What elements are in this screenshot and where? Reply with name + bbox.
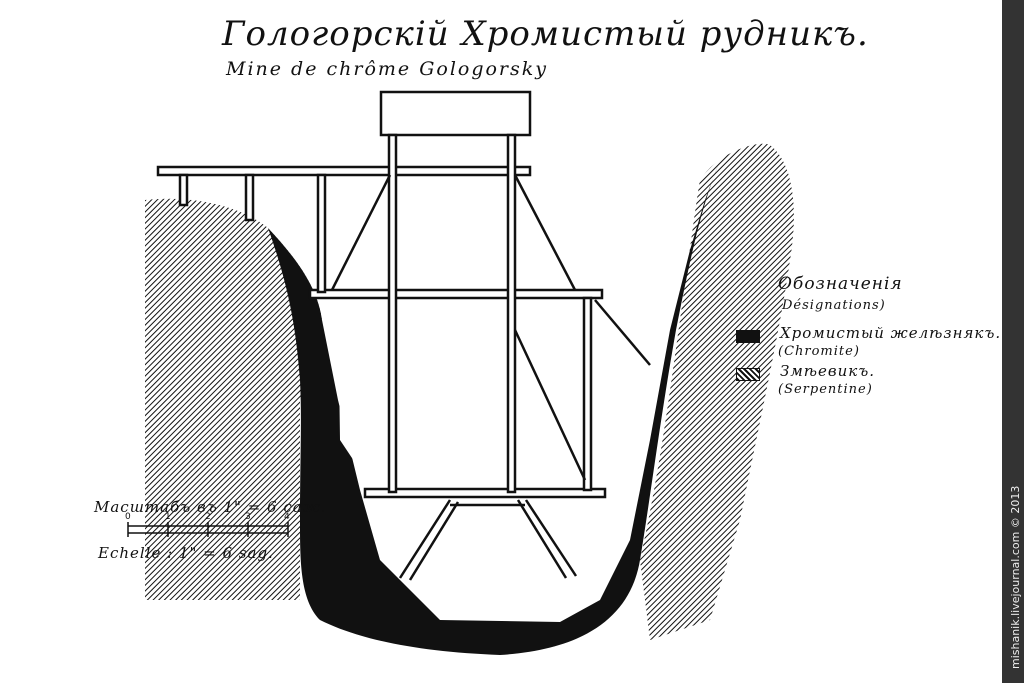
legend-title: Обозначенiя: [778, 274, 903, 294]
scale-label-fr: Echelle : 1" = 6 sag.: [98, 544, 274, 562]
cavity: [338, 300, 600, 612]
scale-label-ru: Масштабъ въ 1" = 6 саж.: [94, 498, 327, 516]
legend-item-label: Змѣевикъ.: [780, 362, 876, 380]
watermark: mishanik.livejournal.com © 2013: [1002, 0, 1024, 683]
diagram-title: Гологорскiй Хромистый рудникъ.: [222, 14, 869, 54]
scale-tick: 4: [284, 512, 290, 522]
serpentine-left: [145, 198, 322, 600]
chromite-ore-body: [268, 160, 720, 655]
watermark-text: mishanik.livejournal.com © 2013: [1009, 485, 1022, 669]
chromite-swatch-icon: [736, 330, 760, 343]
scale-tick: 1: [165, 512, 171, 522]
timbering: [156, 133, 651, 581]
scale-tick: 0: [125, 512, 131, 522]
diagram-subtitle: Mine de chrôme Gologorsky: [226, 58, 549, 80]
scale-tick: 3: [245, 512, 251, 522]
legend-item-latin: (Serpentine): [778, 382, 873, 397]
serpentine-right: [640, 143, 794, 641]
legend-item-latin: (Chromite): [778, 344, 860, 359]
headframe-box: [379, 90, 532, 137]
legend-item-label: Хромистый желѣзнякъ.: [780, 324, 1002, 342]
scale-tick: 2: [205, 512, 211, 522]
serpentine-swatch-icon: [736, 368, 760, 381]
scale-bar: [127, 522, 289, 537]
legend-subtitle: Désignations): [782, 298, 886, 313]
